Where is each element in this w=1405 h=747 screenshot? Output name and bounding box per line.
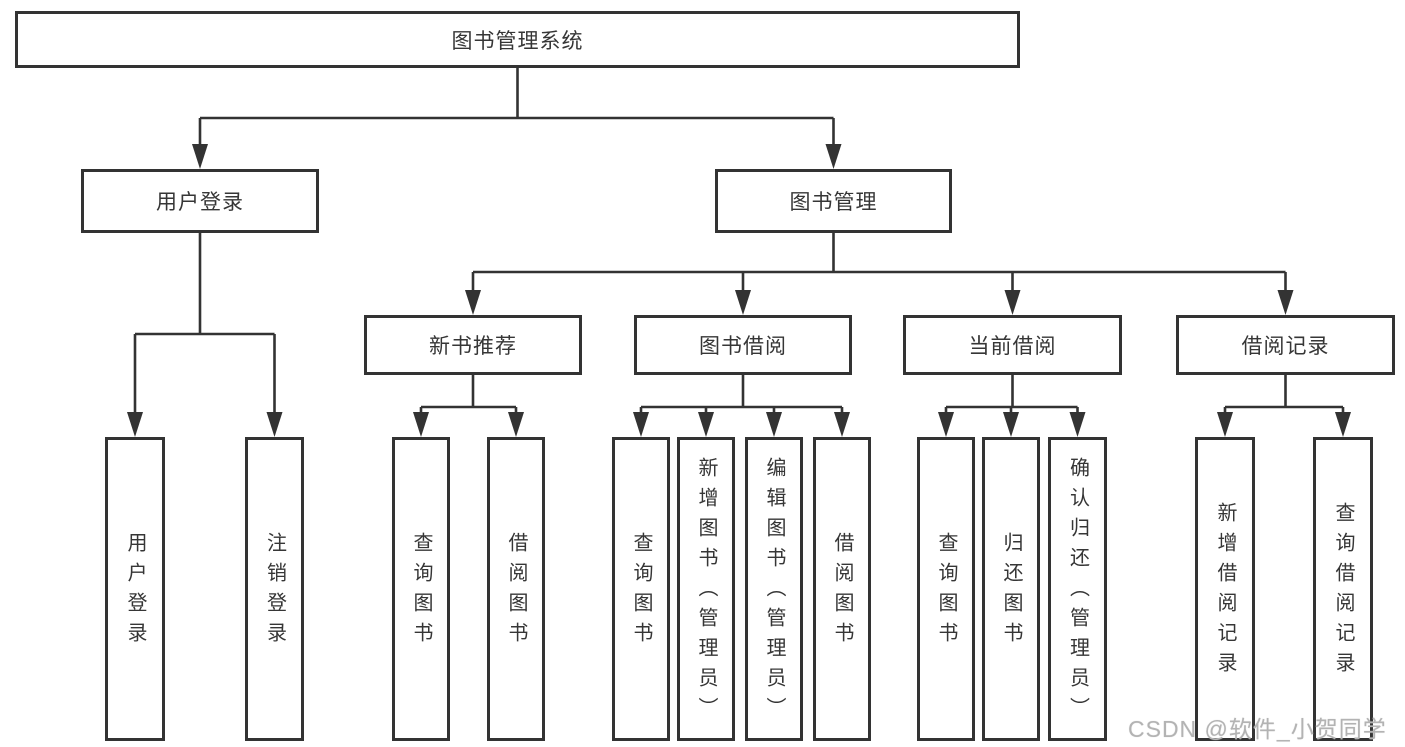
arrowheads [127,144,1351,437]
leaf-add-book-admin: 新增图书（管理员） [677,437,735,741]
node-book-management-module: 图书管理 [715,169,952,233]
leaf-query-book-recommend: 查询图书 [392,437,450,741]
node-new-book-recommend: 新书推荐 [364,315,582,375]
node-book-borrow: 图书借阅 [634,315,852,375]
node-root-system: 图书管理系统 [15,11,1020,68]
leaf-user-login: 用户登录 [105,437,165,741]
leaf-borrow-book: 借阅图书 [813,437,871,741]
node-borrow-records: 借阅记录 [1176,315,1395,375]
leaf-query-book-current: 查询图书 [917,437,975,741]
leaf-query-book-borrow: 查询图书 [612,437,670,741]
leaf-confirm-return-admin: 确认归还（管理员） [1048,437,1107,741]
leaf-borrow-book-recommend: 借阅图书 [487,437,545,741]
leaf-edit-book-admin: 编辑图书（管理员） [745,437,803,741]
node-user-login-module: 用户登录 [81,169,319,233]
node-current-borrow: 当前借阅 [903,315,1122,375]
csdn-watermark: CSDN @软件_小贺同学 [1128,716,1387,742]
leaf-query-borrow-record: 查询借阅记录 [1313,437,1373,741]
leaf-logout: 注销登录 [245,437,304,741]
leaf-add-borrow-record: 新增借阅记录 [1195,437,1255,741]
leaf-return-book: 归还图书 [982,437,1040,741]
